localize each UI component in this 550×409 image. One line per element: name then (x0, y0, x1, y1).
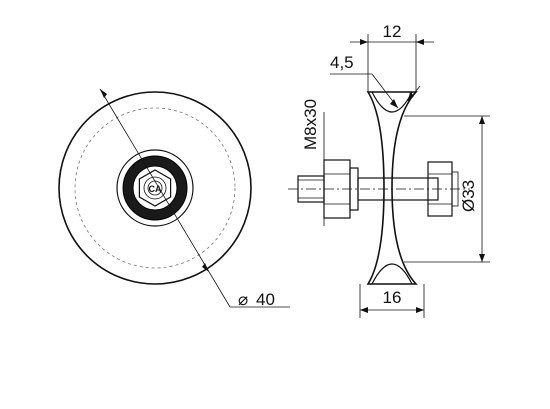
wheel-profile (366, 91, 418, 285)
front-view: CA ⌀ 40 (58, 88, 290, 309)
hub-ring (116, 149, 194, 227)
groove-diameter-label: Ø33 (459, 180, 478, 212)
bolt-end (143, 176, 167, 200)
width-bottom-label: 16 (383, 288, 402, 307)
groove-depth-label: 4,5 (330, 53, 354, 72)
dim-groove-diameter: Ø33 (404, 115, 490, 263)
ca-logo: CA (147, 180, 163, 196)
dim-width-bottom: 16 (359, 284, 425, 318)
diameter-symbol: ⌀ (238, 290, 248, 309)
side-view (288, 91, 470, 285)
dim-width-top: 12 (350, 22, 434, 92)
diameter-leader-line (99, 88, 231, 308)
wheel-groove-circle (74, 107, 236, 269)
width-top-label: 12 (383, 22, 402, 41)
dim-groove-depth: 4,5 (330, 53, 421, 109)
dim-bolt: M8x30 (301, 99, 325, 226)
wheel-outer-circle (58, 91, 252, 285)
hex-nut (138, 169, 172, 207)
svg-text:CA: CA (149, 184, 162, 194)
outer-diameter-label: 40 (256, 290, 275, 309)
bolt-label: M8x30 (301, 99, 320, 150)
